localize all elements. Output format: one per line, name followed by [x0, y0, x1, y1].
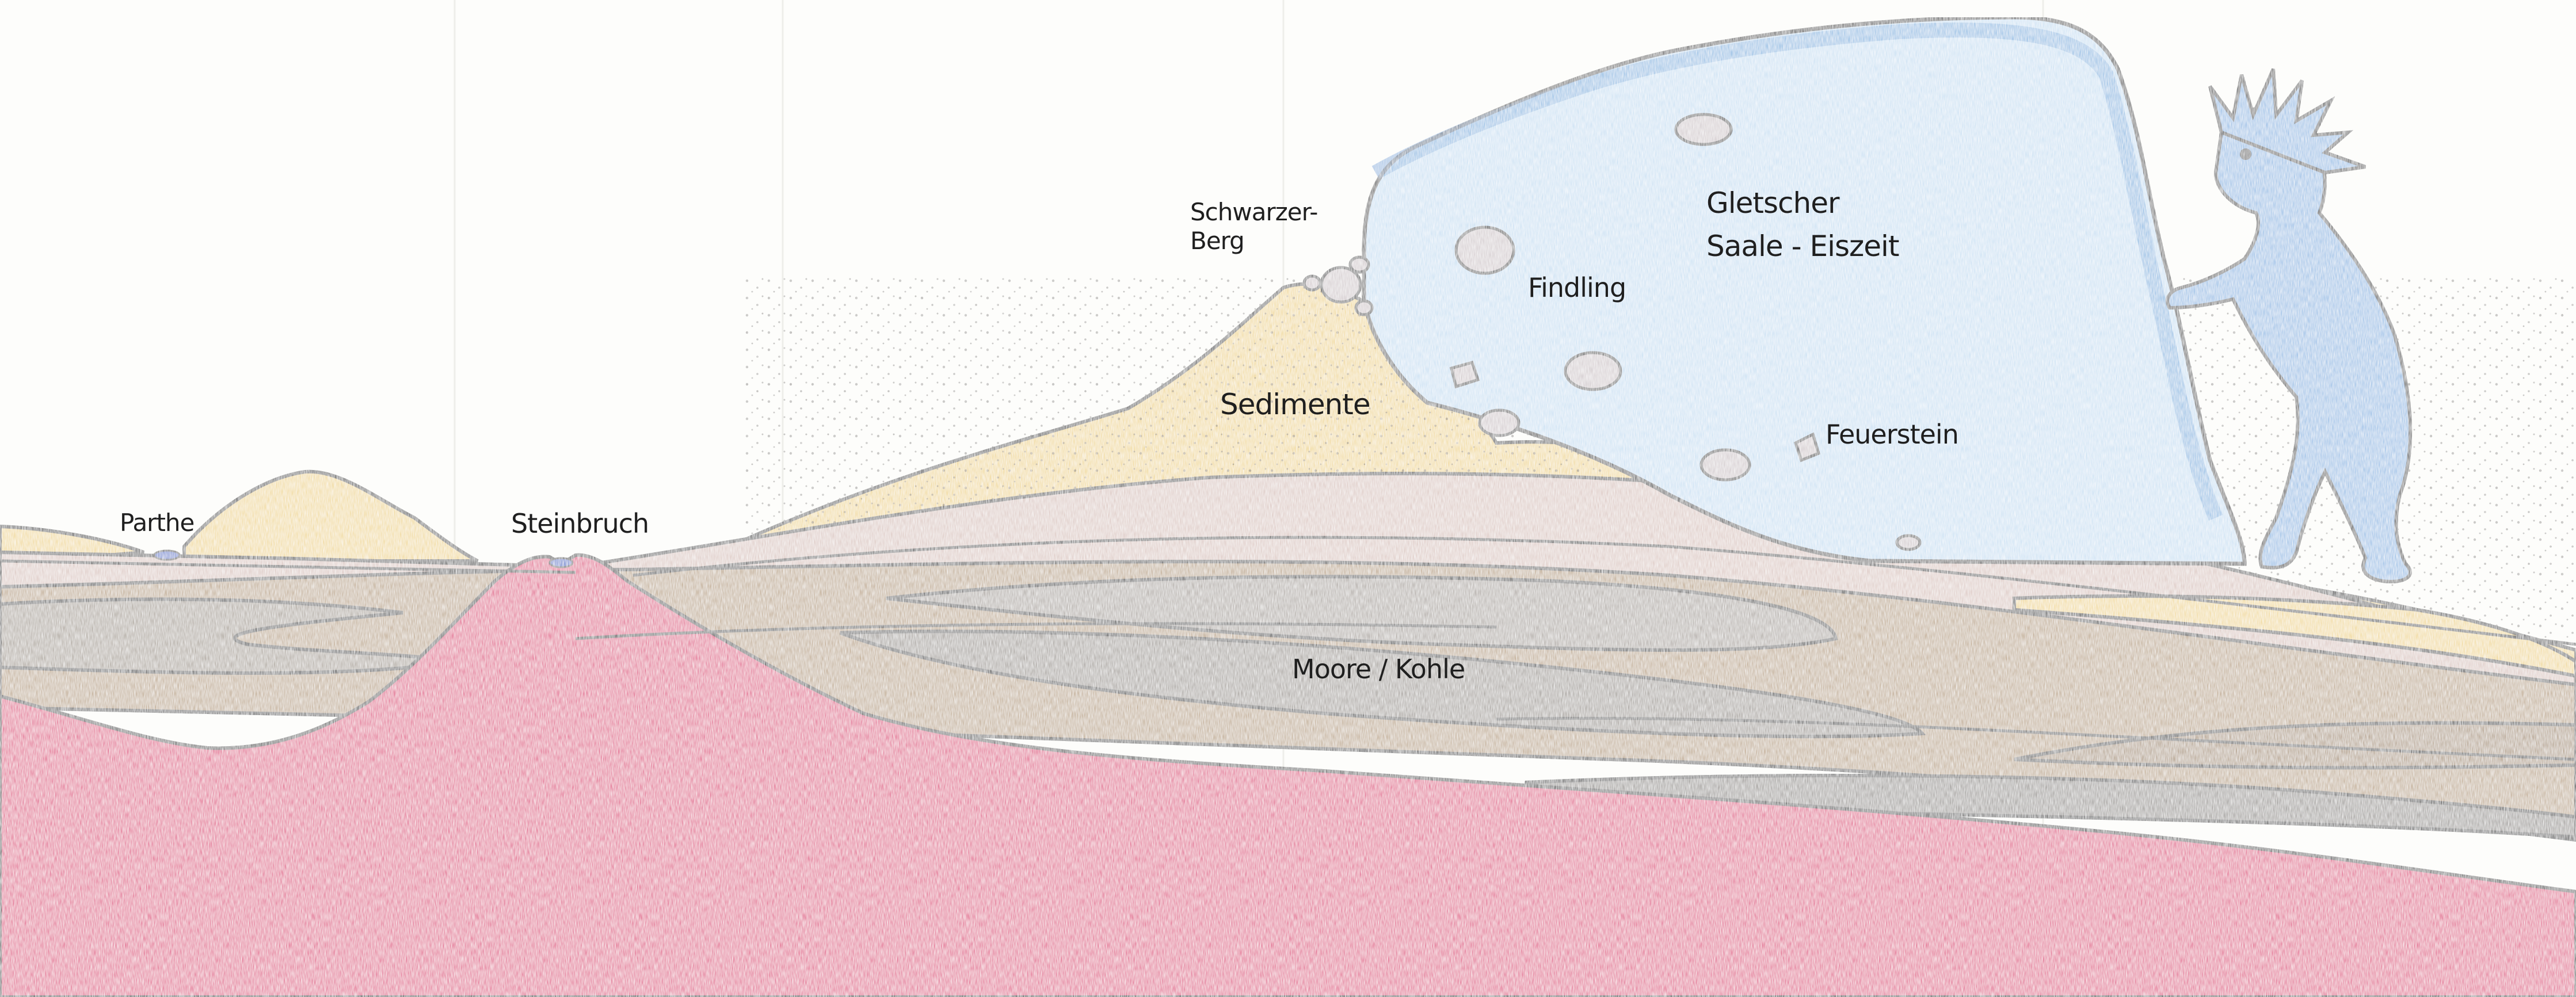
- label-schwarzer-berg-line1: Schwarzer-: [1190, 198, 1317, 226]
- label-gletscher-line2: Saale - Eiszeit: [1706, 230, 1899, 262]
- label-feuerstein: Feuerstein: [1826, 420, 1958, 450]
- small-sand-mound: [184, 472, 478, 561]
- label-moore-kohle: Moore / Kohle: [1292, 655, 1465, 685]
- label-parthe: Parthe: [120, 509, 194, 536]
- label-gletscher-line1: Gletscher: [1706, 187, 1839, 219]
- label-schwarzer-berg-line2: Berg: [1190, 227, 1244, 254]
- label-findling: Findling: [1528, 273, 1626, 303]
- label-sedimente: Sedimente: [1220, 388, 1370, 421]
- label-steinbruch: Steinbruch: [511, 509, 649, 539]
